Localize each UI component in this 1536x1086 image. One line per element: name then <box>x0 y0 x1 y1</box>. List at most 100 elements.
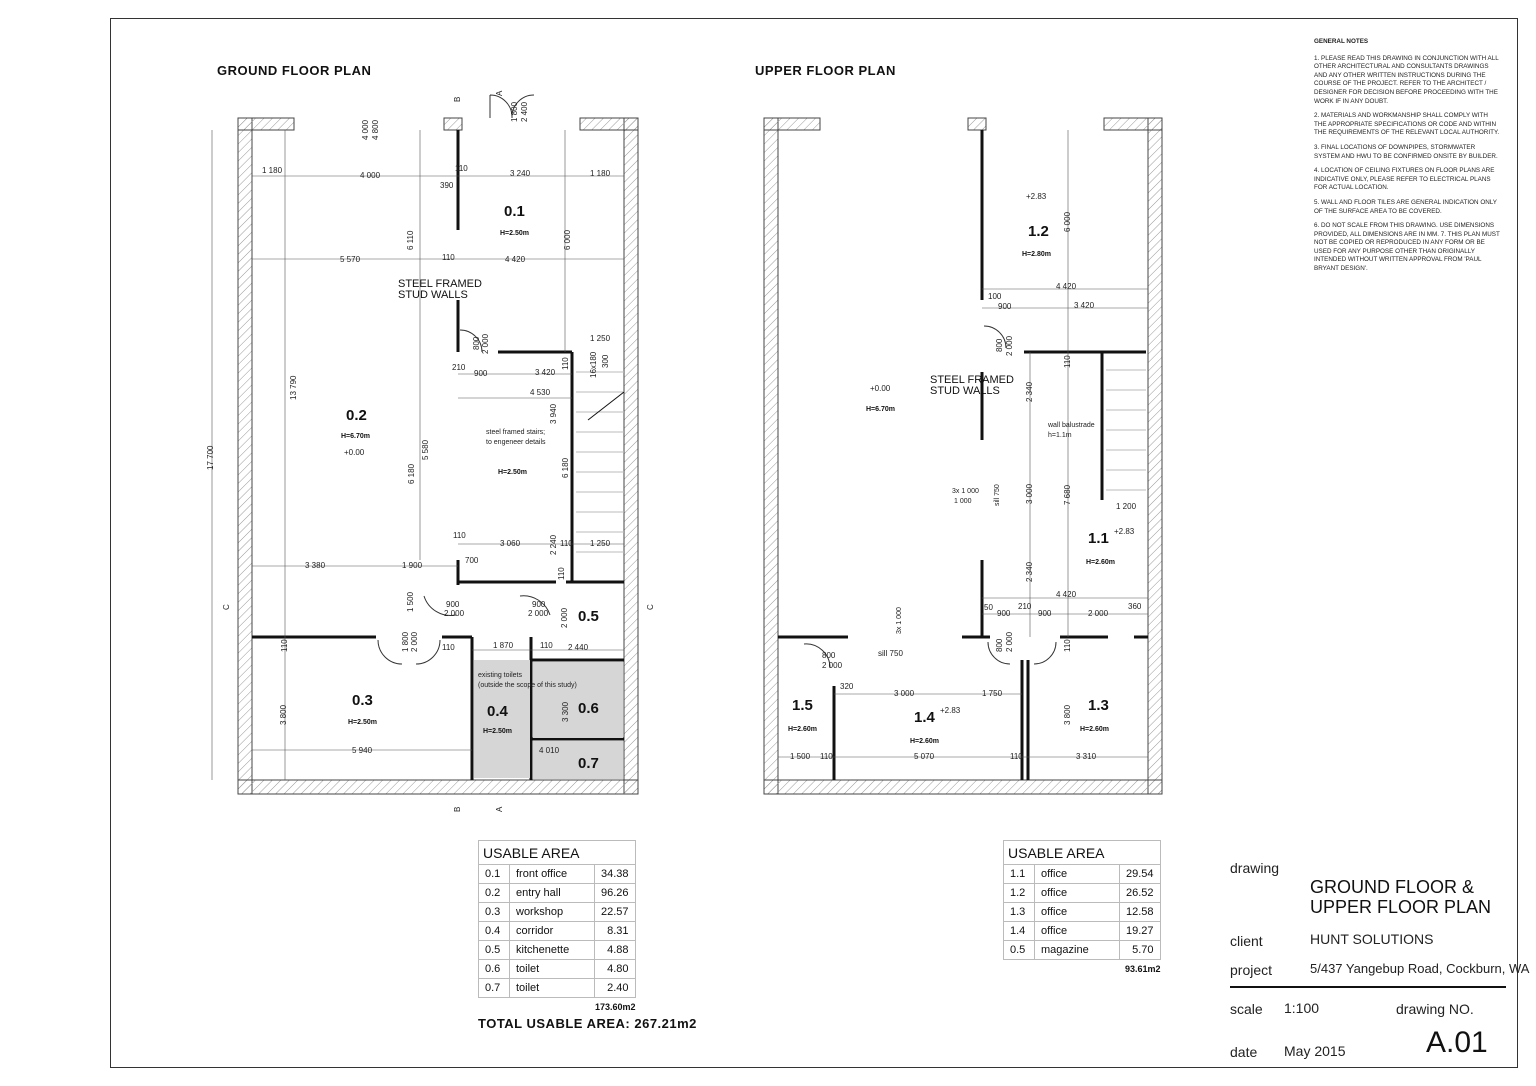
room-number: 0.1 <box>504 203 525 220</box>
dim: 3 300 <box>561 701 570 722</box>
date-label: date <box>1230 1044 1258 1060</box>
dim: 3 800 <box>1063 704 1072 725</box>
upper-dimension-text: 6 000 100 900 4 420 3 420 800 2 000 110 … <box>790 211 1142 761</box>
dim: 5 580 <box>421 439 430 460</box>
room-height: H=2.60m <box>910 738 939 745</box>
dim: 3 800 <box>279 704 288 725</box>
section-marker-b: B <box>453 97 462 102</box>
note-item: 4. LOCATION OF CEILING FIXTURES ON FLOOR… <box>1314 167 1495 192</box>
dim: 800 <box>822 651 836 660</box>
dim: 110 <box>1063 639 1072 652</box>
stair-riser-dim: 16x180 <box>589 351 598 378</box>
dim: 2 000 <box>560 607 569 628</box>
dim: 2 000 <box>528 609 549 618</box>
window-note: 3x 1 000 <box>896 607 903 634</box>
steel-walls-label: STUD WALLS <box>930 385 1000 397</box>
room-height: H=2.50m <box>500 230 529 237</box>
dim: 3 000 <box>1025 483 1034 504</box>
title-block-divider <box>1230 986 1506 988</box>
dim: 900 <box>446 600 460 609</box>
level-marker: +0.00 <box>344 448 365 457</box>
usable-area-title: USABLE AREA <box>1003 840 1161 864</box>
dim: 3 420 <box>535 368 556 377</box>
ground-doors <box>377 94 551 665</box>
general-notes: GENERAL NOTES 1. PLEASE READ THIS DRAWIN… <box>1314 38 1500 280</box>
dim: 4 000 <box>360 171 381 180</box>
drawing-sheet-border <box>110 18 1518 1068</box>
dim: 800 <box>472 336 481 350</box>
usable-area-title: USABLE AREA <box>478 840 636 864</box>
dim: 5 940 <box>352 746 373 755</box>
room-height: H=2.60m <box>1086 559 1115 566</box>
dim: 110 <box>561 357 570 370</box>
dim: 2 000 <box>1088 609 1109 618</box>
dim: 2 000 <box>410 631 419 652</box>
section-marker-c: C <box>646 604 655 610</box>
ground-area-total: 173.60m2 <box>594 1002 636 1012</box>
drawing-name-line: GROUND FLOOR & <box>1310 877 1475 897</box>
dim: 110 <box>540 641 553 650</box>
ground-floor-plan: 1 180 4 000 390 110 3 240 1 180 5 570 11… <box>206 90 655 812</box>
toilet-07-shading <box>533 741 623 779</box>
section-marker-c: C <box>222 604 231 610</box>
steel-walls-label: STUD WALLS <box>398 289 468 301</box>
dim: 900 <box>532 600 546 609</box>
dim: 110 <box>442 643 455 652</box>
note-item: 1. PLEASE READ THIS DRAWING IN CONJUNCTI… <box>1314 54 1499 105</box>
dim: 5 570 <box>340 255 361 264</box>
dim: 1 250 <box>590 539 611 548</box>
dim: 3 060 <box>500 539 521 548</box>
dim: 1 500 <box>790 752 811 761</box>
dim: 1 870 <box>493 641 514 650</box>
dim: 110 <box>560 539 573 548</box>
sill-note: sill 750 <box>878 649 903 658</box>
scale-label: scale <box>1230 1001 1263 1017</box>
window-note: 3x 1 000 <box>952 488 979 495</box>
scale-value: 1:100 <box>1284 1000 1320 1016</box>
project-label: project <box>1230 962 1273 978</box>
void-height: H=6.70m <box>866 406 895 413</box>
toilet-06-shading <box>533 662 623 738</box>
dim: 3 380 <box>305 561 326 570</box>
window-sill: sill 750 <box>994 484 1001 506</box>
note-item: 5. WALL AND FLOOR TILES ARE GENERAL INDI… <box>1314 198 1497 215</box>
dim: 13 790 <box>289 375 298 400</box>
upper-doors <box>803 325 1057 669</box>
note-item: 3. FINAL LOCATIONS OF DOWNPIPES, STORMWA… <box>1314 143 1498 160</box>
dim: 3 240 <box>510 169 531 178</box>
stair-break-line <box>587 391 625 421</box>
toilets-shading <box>474 660 530 778</box>
dim: 2 340 <box>1025 561 1034 582</box>
dim: 210 <box>452 363 466 372</box>
room-height: H=2.50m <box>348 719 377 726</box>
dim: 4 530 <box>530 388 551 397</box>
dim: 3 310 <box>1076 752 1097 761</box>
ground-stair-treads <box>576 371 624 553</box>
stairs-note: to engeneer details <box>486 439 546 446</box>
upper-stair-treads <box>1106 369 1146 491</box>
dim: 1 200 <box>1116 502 1137 511</box>
dim: 2 340 <box>1025 381 1034 402</box>
level-marker: +2.83 <box>1026 192 1047 201</box>
dim: 1 800 <box>401 631 410 652</box>
dim: 900 <box>1038 609 1052 618</box>
upper-inner-walls <box>778 130 1148 780</box>
dim: 1 500 <box>406 591 415 612</box>
dim: 4 420 <box>1056 590 1077 599</box>
room-number: 0.6 <box>578 700 599 717</box>
dim: 4 010 <box>539 746 560 755</box>
room-number: 1.5 <box>792 697 813 714</box>
room-number: 1.1 <box>1088 530 1109 547</box>
dim: 2 000 <box>481 333 490 354</box>
general-notes-title: GENERAL NOTES <box>1314 38 1369 45</box>
date-value: May 2015 <box>1284 1043 1346 1059</box>
dim: 6 110 <box>406 230 415 250</box>
dim: 2 000 <box>1005 631 1014 652</box>
